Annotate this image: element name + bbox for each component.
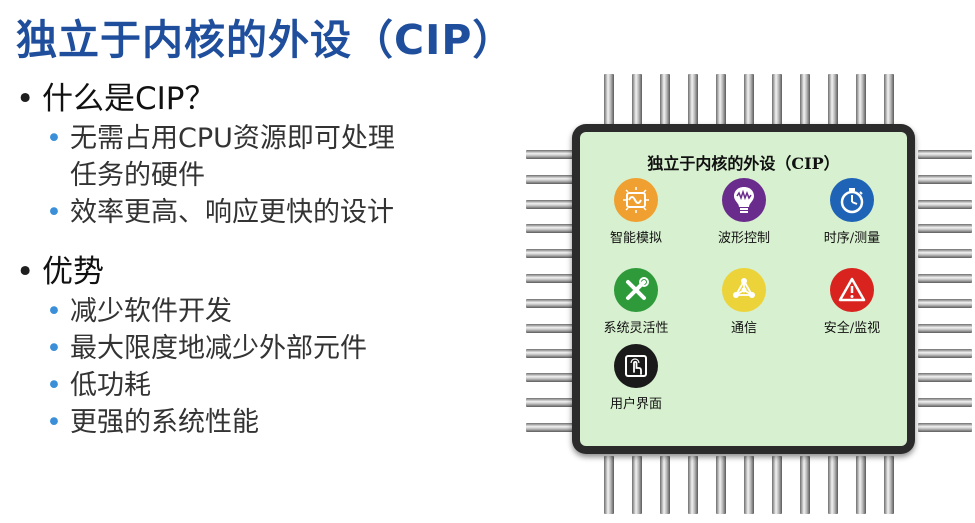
sub-bullet-label: 减少软件开发	[70, 296, 232, 327]
sub-bullet: • 更强的系统性能	[16, 404, 506, 441]
cip-item-safety-monitoring: 安全/监视	[800, 268, 904, 336]
bullet-dot: •	[16, 254, 35, 290]
bullet-advantages: •优势	[16, 251, 506, 293]
cip-item-communication: 通信	[692, 268, 796, 336]
chip-pins-left	[526, 150, 578, 432]
cip-item-label: 安全/监视	[823, 321, 881, 336]
sub-bullet: • 无需占用CPU资源即可处理	[16, 120, 506, 157]
sub-bullet-dot: •	[46, 123, 62, 154]
sub-bullet-dot: •	[46, 197, 62, 228]
cip-item-label: 系统灵活性	[603, 321, 669, 336]
chip-illustration: 独立于内核的外设（CIP） 智能模拟	[522, 74, 972, 514]
cip-item-label: 用户界面	[609, 397, 662, 412]
cip-item-system-flexibility: 系统灵活性	[584, 268, 688, 336]
sub-bullet: • 效率更高、响应更快的设计	[16, 194, 506, 231]
chip-panel: 独立于内核的外设（CIP） 智能模拟	[580, 132, 907, 446]
lightbulb-icon	[722, 178, 766, 222]
bullet-dot: •	[16, 81, 35, 117]
cip-item-timing-measurement: 时序/测量	[800, 178, 904, 246]
cip-item-label: 时序/测量	[823, 231, 881, 246]
sub-bullet: • 减少软件开发	[16, 293, 506, 330]
touchscreen-icon	[614, 344, 658, 388]
bullet-list: •什么是CIP？ •无需占用CPU资源即可处理 任务的硬件 •效率更高、响应更快…	[16, 78, 506, 441]
warning-icon	[830, 268, 874, 312]
sub-bullet-dot: •	[46, 296, 62, 327]
bullet-label: 什么是CIP？	[42, 81, 216, 117]
page-title: 独立于内核的外设（CIP）	[16, 16, 515, 64]
sub-bullet-label: 最大限度地减少外部元件	[70, 333, 367, 364]
cip-item-label: 智能模拟	[609, 231, 662, 246]
cip-item-label: 通信	[730, 321, 757, 336]
cip-item-label: 波形控制	[717, 231, 770, 246]
sub-bullet: • 最大限度地减少外部元件	[16, 330, 506, 367]
cip-item-waveform-control: 波形控制	[692, 178, 796, 246]
bullet-what-is-cip: •什么是CIP？	[16, 78, 506, 120]
chip-pins-right	[918, 150, 972, 432]
sub-bullet-dot: •	[46, 370, 62, 401]
analog-waveform-icon	[614, 178, 658, 222]
cip-item-smart-analog: 智能模拟	[584, 178, 688, 246]
sub-bullet-dot: •	[46, 333, 62, 364]
tools-icon	[614, 268, 658, 312]
cip-item-user-interface: 用户界面	[584, 344, 688, 412]
sub-bullet: • 低功耗	[16, 367, 506, 404]
sub-bullet-label: 更强的系统性能	[70, 407, 259, 438]
sub-bullet-continuation: 任务的硬件	[16, 157, 506, 194]
chip-title: 独立于内核的外设（CIP）	[647, 154, 840, 173]
network-icon	[722, 268, 766, 312]
stopwatch-icon	[830, 178, 874, 222]
sub-bullet-label: 任务的硬件	[70, 160, 205, 191]
bullet-label: 优势	[42, 254, 104, 290]
chip-pins-bottom	[604, 456, 894, 514]
sub-bullet-label: 低功耗	[70, 370, 151, 401]
sub-bullet-label: 无需占用CPU资源即可处理	[70, 123, 395, 154]
sub-bullet-label: 效率更高、响应更快的设计	[70, 197, 394, 228]
sub-bullet-dot: •	[46, 407, 62, 438]
chip-pins-top	[604, 74, 894, 132]
